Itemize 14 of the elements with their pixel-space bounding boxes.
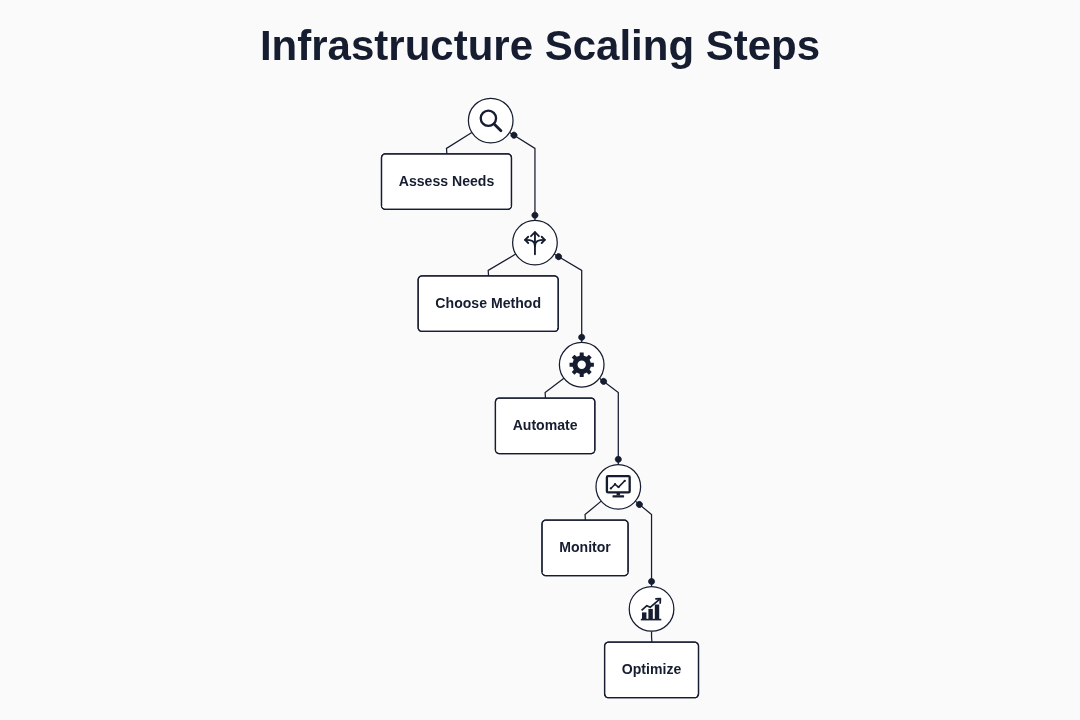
node-circle (558, 341, 605, 388)
node-circle (467, 97, 514, 144)
connector (584, 500, 602, 522)
connector (553, 253, 586, 344)
connector (598, 377, 622, 466)
connector (544, 377, 565, 400)
node-circle (512, 219, 558, 266)
connector (509, 131, 539, 221)
connector (487, 253, 517, 277)
title: Infrastructure Scaling Steps (258, 21, 822, 71)
node-circle (628, 586, 675, 632)
connector (445, 131, 473, 155)
connector (634, 500, 655, 588)
node-circle (595, 463, 642, 510)
